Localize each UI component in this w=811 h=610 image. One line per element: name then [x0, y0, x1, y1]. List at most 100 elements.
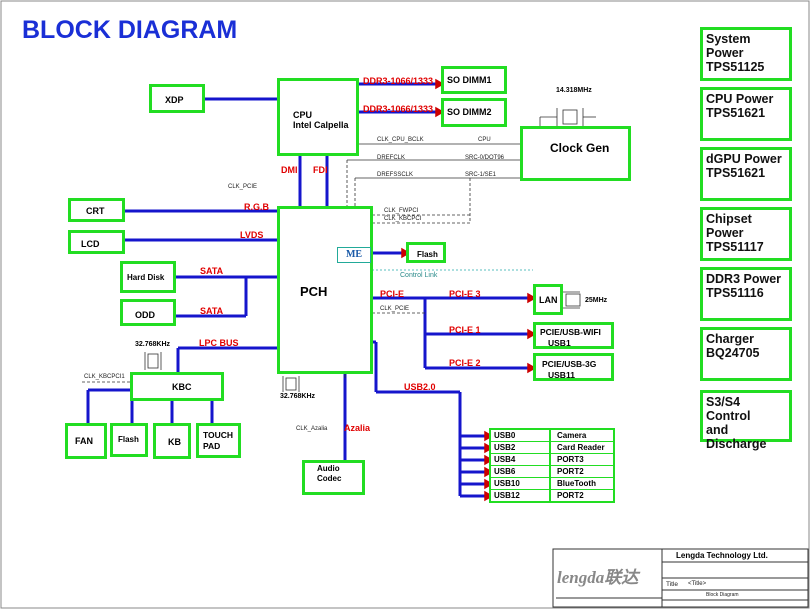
fdi-label: FDI [313, 165, 328, 175]
pcie3-label: PCI-E 3 [449, 289, 481, 299]
pcie2-label: PCI-E 2 [449, 358, 481, 368]
rgb-label: R.G.B [244, 202, 270, 212]
usb-port-label: USB6 [494, 467, 516, 476]
power-chip: TPS51621 [706, 166, 766, 180]
drefclk-label: DREFCLK [377, 155, 406, 161]
usb-port-label: USB10 [494, 479, 520, 488]
usb-port-label: USB0 [494, 431, 516, 440]
clk-fwpci-label: CLK_FWPCI [384, 208, 419, 214]
usb-divider [549, 442, 551, 454]
company-name: Lengda Technology Ltd. [676, 551, 768, 560]
usb-device-label: BlueTooth [557, 479, 596, 488]
usb-row: USB10 BlueTooth [491, 478, 613, 490]
power-chip: TPS51125 [706, 60, 765, 74]
kbc-flash-block: Flash [110, 423, 148, 457]
src0-label: SRC-0/DOT96 [465, 155, 505, 161]
usb-row: USB2 Card Reader [491, 442, 613, 454]
power-name: Chipset Power [706, 212, 752, 240]
control-link-label: Control Link [400, 272, 438, 279]
touchpad-block: TOUCH PAD [196, 423, 241, 458]
power-chip: BQ24705 [706, 346, 760, 360]
lcd-block: LCD [68, 230, 125, 254]
hard-disk-block: Hard Disk [120, 261, 176, 293]
lan-block: LAN [533, 284, 563, 315]
clk-azalia-label: CLK_Azalia [296, 426, 328, 432]
power-chip: TPS51116 [706, 286, 764, 300]
freq-32khz-pch: 32.768KHz [280, 393, 316, 400]
page-title: BLOCK DIAGRAM [22, 16, 238, 44]
usb-row: USB12 PORT2 [491, 490, 613, 502]
usb-divider [549, 430, 551, 442]
kbc-block: KBC [130, 372, 224, 401]
clk-kbcpci1-label: CLK_KBCPCI1 [84, 374, 125, 380]
lpc-label: LPC BUS [199, 338, 239, 348]
odd-block: ODD [120, 299, 176, 326]
ddr1-label: DDR3-1066/1333 [363, 76, 434, 86]
drefssclk-label: DREFSSCLK [377, 172, 414, 178]
usb-divider [549, 466, 551, 478]
usb-port-label: USB12 [494, 491, 520, 500]
freq-14mhz: 14.318MHz [556, 87, 592, 94]
usb-port-label: USB2 [494, 443, 516, 452]
power-name: S3/S4 Control [706, 395, 751, 423]
usb-device-label: PORT2 [557, 467, 584, 476]
pcie-label: PCI-E [380, 289, 405, 299]
src1-label: SRC-1/SE1 [465, 172, 497, 178]
power-name: Charger [706, 332, 754, 346]
sodimm2-block: SO DIMM2 [441, 98, 507, 127]
usb-divider [549, 478, 551, 490]
usb-device-label: Card Reader [557, 443, 605, 452]
power-chip: TPS51621 [706, 106, 766, 120]
lvds-label: LVDS [240, 230, 264, 240]
me-block: ME [337, 247, 371, 263]
usb-divider [549, 490, 551, 502]
audio-codec-block: Audio Codec [302, 460, 365, 495]
title-value: <Title> [688, 581, 707, 587]
usb-device-label: PORT3 [557, 455, 584, 464]
usb-device-label: PORT2 [557, 491, 584, 500]
kb-block: KB [153, 423, 191, 459]
dmi-label: DMI [281, 165, 298, 175]
sata2-label: SATA [200, 306, 224, 316]
clk-pcie-label: CLK_PCIE [228, 184, 258, 190]
title-label: Title [666, 581, 679, 588]
pcie1-label: PCI-E 1 [449, 325, 481, 335]
power-chip: TPS51117 [706, 240, 764, 254]
xdp-block: XDP [149, 84, 205, 113]
usb-port-label: USB4 [494, 455, 516, 464]
power-name: dGPU Power [706, 152, 782, 166]
freq-32khz-kbc: 32.768KHz [135, 341, 171, 348]
usb-row: USB0 Camera [491, 430, 613, 442]
power-chip: and Discharge [706, 423, 767, 451]
usb-device-label: Camera [557, 431, 587, 440]
power-name: System Power [706, 32, 751, 60]
ddr2-label: DDR3-1066/1333 [363, 104, 434, 114]
freq-25mhz: 25MHz [585, 297, 608, 304]
clk-kbcpci-label: CLK_KBCPCI [384, 216, 422, 222]
3g-block: PCIE/USB-3G USB11 [533, 353, 614, 381]
clk-cpu-bclk-label: CLK_CPU_BCLK [377, 137, 424, 143]
power-name: CPU Power [706, 92, 774, 106]
fan-block: FAN [65, 423, 107, 459]
azalia-label: Azalia [344, 423, 371, 433]
cpu-clk-label: CPU [478, 137, 491, 143]
sheet-name: Block Diagram [706, 592, 739, 598]
power-name: DDR3 Power [706, 272, 782, 286]
crt-block: CRT [68, 198, 125, 222]
sodimm1-block: SO DIMM1 [441, 66, 507, 94]
usb-row: USB6 PORT2 [491, 466, 613, 478]
company-logo: lengda联达 [557, 568, 639, 587]
usb-divider [549, 454, 551, 466]
clock-gen-block: Clock Gen [520, 126, 631, 181]
usb20-label: USB2.0 [404, 382, 436, 392]
wifi-block: PCIE/USB-WIFI USB1 [533, 322, 614, 349]
